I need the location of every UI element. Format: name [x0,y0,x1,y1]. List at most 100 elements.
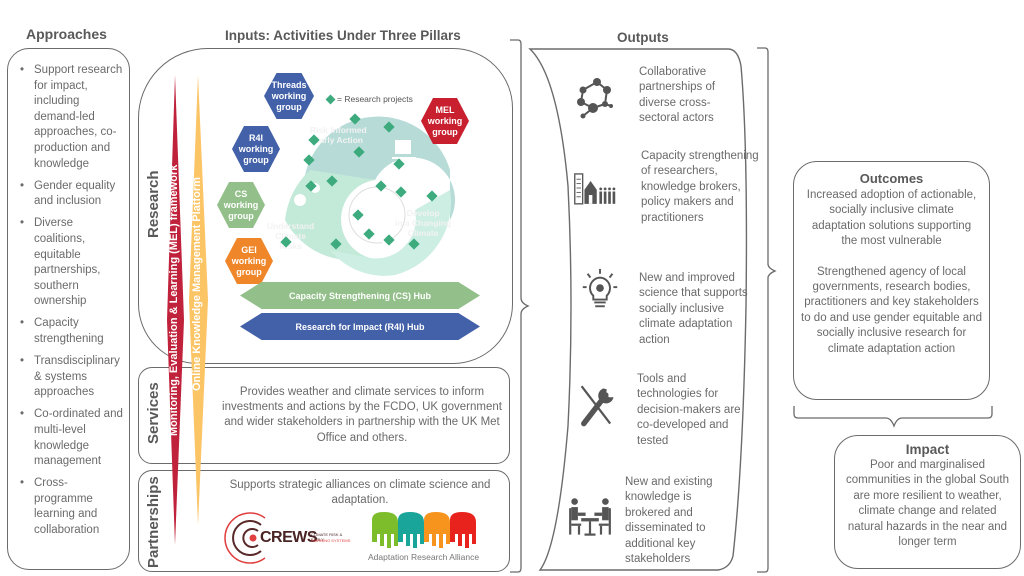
hex-line: GEI [241,244,257,255]
outcome-text: Strengthened agency of local governments… [801,265,982,355]
research-project-marker [408,238,420,250]
research-project-marker [383,234,395,246]
theme-label-line: Risk Informed [310,125,367,135]
research-project-marker [393,158,405,170]
building-house-people-icon [574,173,616,205]
research-project-marker [303,154,315,166]
approaches-heading: Approaches [26,26,107,42]
hex-line: group [228,210,254,221]
theme-early-action-label: Risk Informed Early Action [310,125,367,145]
inputs-heading: Inputs: Activities Under Three Pillars [225,28,461,43]
crews-wordmark: CREWS [260,529,318,546]
impact-text: Poor and marginalised communities in the… [845,459,1009,549]
theme-label-line: Understand [267,221,315,231]
approach-item: Transdisciplinary & systems approaches [20,354,123,401]
approach-item: Gender equality and inclusion [20,179,123,210]
research-project-marker [352,209,364,221]
outputs-panel [528,48,748,571]
network-people-icon [577,78,613,119]
mel-spike [167,75,184,545]
impact-heading: Impact [905,442,950,457]
hex-line: working [223,199,259,210]
research-project-marker [395,186,407,198]
research-project-markers [280,94,438,250]
research-project-marker [280,236,292,248]
theme-label-line: Early Action [313,135,363,145]
research-project-marker [426,190,438,202]
research-label: Research [145,170,162,238]
ara-wordmark: Adaptation Research Alliance [368,552,480,562]
research-project-marker [375,180,387,192]
approach-item: Cross-programme learning and collaborati… [20,476,123,538]
hex-line: working [271,90,307,101]
theme-label-line: Develop [406,208,440,218]
research-project-marker [349,113,361,125]
hex-line: CS [234,188,248,199]
output-text: Capacity strengthening of researchers, k… [641,150,759,224]
theme-label-line: Climate [407,228,439,238]
ara-hands-icon [372,512,476,548]
mel-framework-label: Monitoring, Evaluation & Learning (MEL) … [168,164,180,436]
inputs-bracket [510,39,530,573]
hex-line: working [238,143,274,154]
research-project-marker [383,121,395,133]
crews-subtitle-1: CLIMATE RISK & EARLY [311,532,343,542]
research-for-impact-hub: Research for Impact (R4I) Hub [240,313,480,340]
services-description: Provides weather and climate services to… [222,386,502,444]
approach-item: Capacity strengthening [20,316,123,347]
partnerships-label: Partnerships [145,476,162,568]
outcomes-bracket [793,406,993,428]
meeting-icon [569,498,611,536]
partnerships-description: Supports strategic alliances on climate … [229,479,491,507]
research-project-marker [308,134,320,146]
theme-label-line: Risks [279,241,302,251]
output-text: New and existing knowledge is brokered a… [625,476,713,566]
approaches-panel: Support research for impact, including d… [7,48,130,570]
theme-label-line: Climate [275,231,306,241]
research-projects-legend: = Research projects [337,94,413,104]
hex-line: working [231,255,267,266]
research-project-marker [353,146,365,158]
hex-line: R4I [248,132,263,143]
approach-item: Co-ordinated and multi-level knowledge m… [20,407,123,469]
output-text: Tools and technologies for decision-make… [637,373,741,447]
theme-label-line: in a Changing [395,218,452,228]
theme-early-action-shape [305,116,455,220]
lightbulb-gear-icon [582,268,618,308]
research-project-marker [363,228,375,240]
crews-logo: CREWS CLIMATE RISK & EARLY WARNING SYSTE… [223,510,353,566]
ara-logo: Adaptation Research Alliance [368,510,488,566]
tools-icon [580,385,614,427]
approach-item: Support research for impact, including d… [20,63,123,172]
knowledge-platform-label: Online Knowledge Management Platform [191,177,203,391]
hex-line: working [427,115,463,126]
hex-line: MEL [435,104,455,115]
hex-line: 'Threads' [269,79,309,90]
research-project-marker [326,175,338,187]
approach-item: Diverse coalitions, equitable partnershi… [20,216,123,310]
theme-develop-shape [330,190,452,276]
outputs-bracket [757,47,777,573]
hex-line: group [432,126,458,137]
services-label: Services [145,382,162,444]
approaches-list: Support research for impact, including d… [8,49,129,539]
theme-understand-shape [285,170,375,261]
capacity-strengthening-hub: Capacity Strengthening (CS) Hub [240,282,480,309]
theme-develop-label: Develop in a Changing Climate [395,208,451,238]
house-water-icon [392,140,416,164]
hex-line: group [243,154,269,165]
hex-line: group [236,266,262,277]
research-project-marker [330,238,342,250]
outcomes-panel: Outcomes Increased adoption of actionabl… [793,161,990,400]
outcome-text: Increased adoption of actionable, social… [806,189,977,248]
cross-cutting-spikes [167,75,208,545]
outcomes-heading: Outcomes [859,171,924,186]
hex-line: group [276,101,302,112]
outputs-heading: Outputs [617,30,669,45]
theme-understand-label: Understand Climate Risks [267,221,314,251]
impact-panel: Impact Poor and marginalised communities… [834,435,1021,569]
platform-spike [189,75,208,525]
